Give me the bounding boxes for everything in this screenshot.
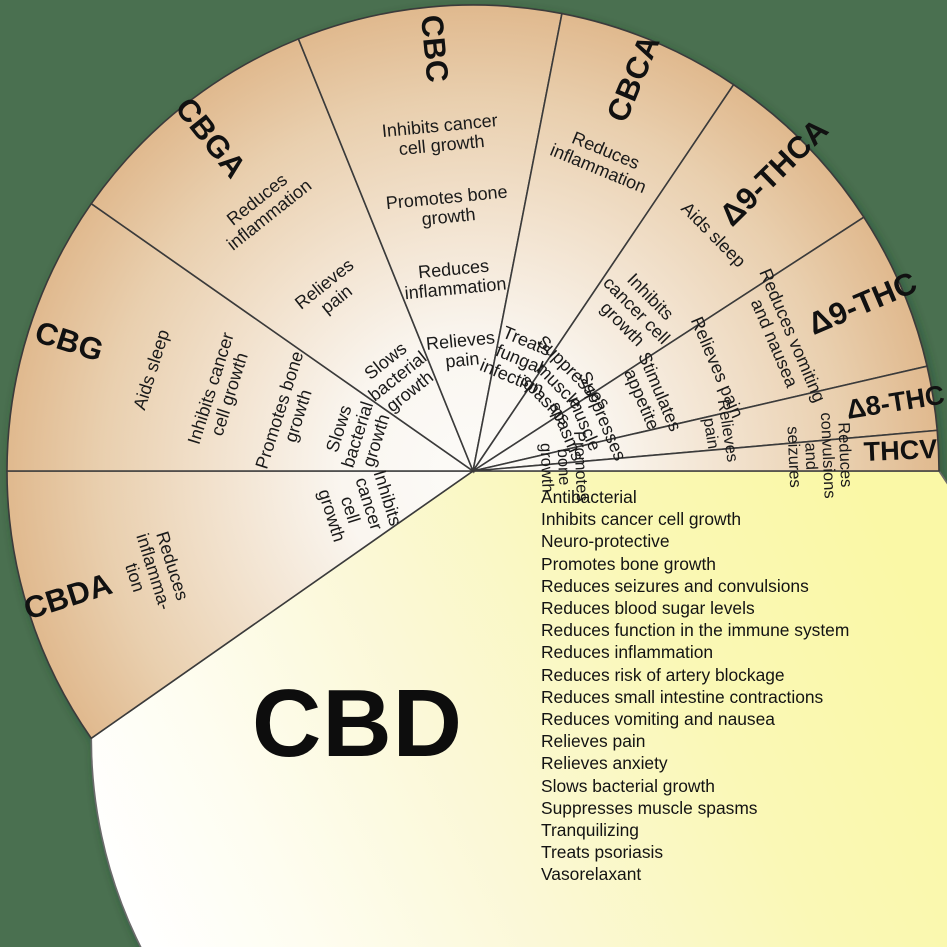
cbd-effect-item: Reduces seizures and convulsions [541, 575, 809, 596]
sector-thcv[interactable] [472, 429, 940, 472]
compound-label-cbc: CBC [414, 13, 455, 84]
effect-line: pain [700, 417, 723, 451]
compound-label-thcv: THCV [863, 434, 938, 467]
cbd-center-label: CBD [252, 670, 463, 777]
sector-cbg[interactable] [6, 202, 476, 472]
cbd-effect-item: Neuro-protective [541, 531, 670, 552]
effect-line: seizures [784, 426, 805, 488]
cbd-effect-item: Inhibits cancer cell growth [541, 509, 742, 530]
cbd-effect-item: Antibacterial [541, 487, 637, 507]
cbd-effect-item: Reduces blood sugar levels [541, 598, 755, 619]
cbd-effect-item: Relieves anxiety [541, 753, 668, 774]
effect-line: pain [444, 348, 480, 371]
cbd-effect-item: Relieves pain [541, 731, 646, 752]
sector-cbc[interactable] [297, 4, 563, 474]
cbd-effect-item: Reduces vomiting and nausea [541, 709, 775, 730]
effect-line: growth [536, 443, 556, 493]
cbd-effect-item: Suppresses muscle spasms [541, 797, 758, 818]
cbd-effect-item: Promotes bone growth [541, 553, 716, 574]
sector-cbca[interactable] [472, 12, 735, 472]
cbd-effect-item: Reduces small intestine contractions [541, 686, 824, 707]
compound-name: THCV [863, 434, 938, 467]
cbd-effect-item: Tranquilizing [541, 820, 639, 841]
cbd-effect-item: Vasorelaxant [541, 864, 642, 885]
cbd-effect-item: Reduces risk of artery blockage [541, 664, 785, 685]
sector-thc9[interactable] [472, 216, 929, 472]
cbd-effect-item: Reduces inflammation [541, 642, 714, 663]
cbd-effect-item: Slows bacterial growth [541, 775, 715, 796]
effect-line: bone [554, 448, 574, 485]
sector-thca[interactable] [472, 83, 865, 472]
sector-layer [6, 4, 947, 947]
sector-cbga[interactable] [90, 37, 475, 474]
effect-line: Reduces [834, 422, 855, 488]
effect-line: Promotes [570, 431, 591, 502]
compound-name: CBC [414, 13, 455, 84]
effect-line: convulsions [817, 412, 839, 499]
sector-cbd[interactable] [90, 470, 947, 947]
effect-line: and [801, 442, 820, 470]
wheel-body [6, 4, 947, 947]
cbd-effect-item: Treats psoriasis [541, 842, 664, 863]
cbd-effect-item: Reduces function in the immune system [541, 620, 850, 641]
sector-cbda[interactable] [6, 470, 476, 740]
